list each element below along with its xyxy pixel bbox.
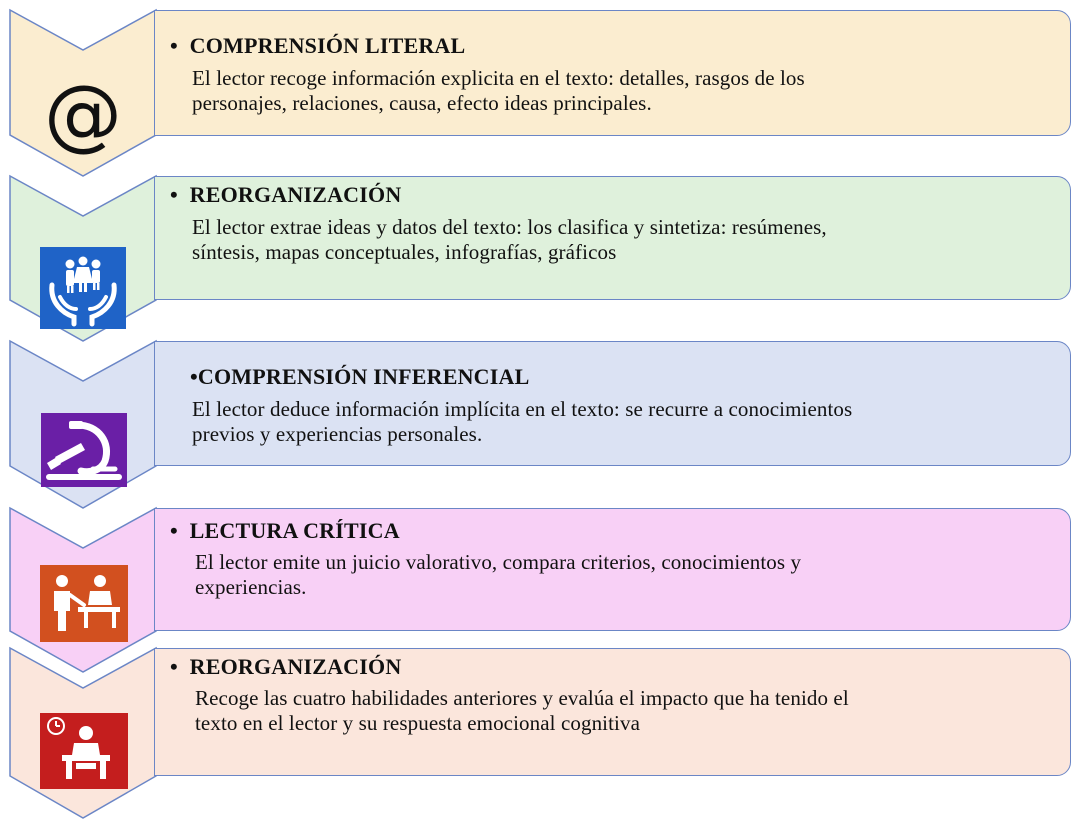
step-desc-1: El lector recoge información explicita e… <box>192 66 805 116</box>
desc-line: personajes, relaciones, causa, efecto id… <box>192 91 652 115</box>
title-text: REORGANIZACIÓN <box>189 654 402 679</box>
desc-line: El lector recoge información explicita e… <box>192 66 805 90</box>
step-box-2 <box>154 176 1071 300</box>
desc-line: texto en el lector y su respuesta emocio… <box>195 711 640 735</box>
bullet: • <box>170 654 178 679</box>
people-at-table-icon <box>40 565 128 642</box>
step-title-2: • REORGANIZACIÓN <box>170 182 401 208</box>
bullet: • <box>190 364 198 389</box>
step-desc-3: El lector deduce información implícita e… <box>192 397 852 447</box>
title-text: REORGANIZACIÓN <box>189 182 402 207</box>
desc-line: previos y experiencias personales. <box>192 422 483 446</box>
person-at-desk-icon <box>40 713 128 789</box>
step-box-1 <box>154 10 1071 136</box>
desc-line: El lector deduce información implícita e… <box>192 397 853 421</box>
title-text: COMPRENSIÓN INFERENCIAL <box>197 364 530 389</box>
step-desc-4: El lector emite un juicio valorativo, co… <box>195 550 801 600</box>
desc-line: El lector emite un juicio valorativo, co… <box>195 550 802 574</box>
microscope-icon <box>41 413 127 487</box>
title-text: LECTURA CRÍTICA <box>189 518 400 543</box>
family-in-hands-icon <box>40 247 126 329</box>
step-title-5: • REORGANIZACIÓN <box>170 654 401 680</box>
bullet: • <box>170 518 178 543</box>
bullet: • <box>170 182 178 207</box>
bullet: • <box>170 33 178 58</box>
step-desc-5: Recoge las cuatro habilidades anteriores… <box>195 686 849 736</box>
desc-line: Recoge las cuatro habilidades anteriores… <box>195 686 849 710</box>
step-box-5 <box>154 648 1071 776</box>
desc-line: experiencias. <box>195 575 307 599</box>
step-title-1: • COMPRENSIÓN LITERAL <box>170 33 465 59</box>
title-text: COMPRENSIÓN LITERAL <box>189 33 466 58</box>
step-box-3 <box>154 341 1071 466</box>
desc-line: síntesis, mapas conceptuales, infografía… <box>192 240 617 264</box>
step-box-4 <box>154 508 1071 631</box>
step-title-4: • LECTURA CRÍTICA <box>170 518 400 544</box>
step-title-3: •COMPRENSIÓN INFERENCIAL <box>190 364 529 390</box>
desc-line: El lector extrae ideas y datos del texto… <box>192 215 827 239</box>
at-sign-icon: @ <box>44 70 122 160</box>
step-desc-2: El lector extrae ideas y datos del texto… <box>192 215 827 265</box>
